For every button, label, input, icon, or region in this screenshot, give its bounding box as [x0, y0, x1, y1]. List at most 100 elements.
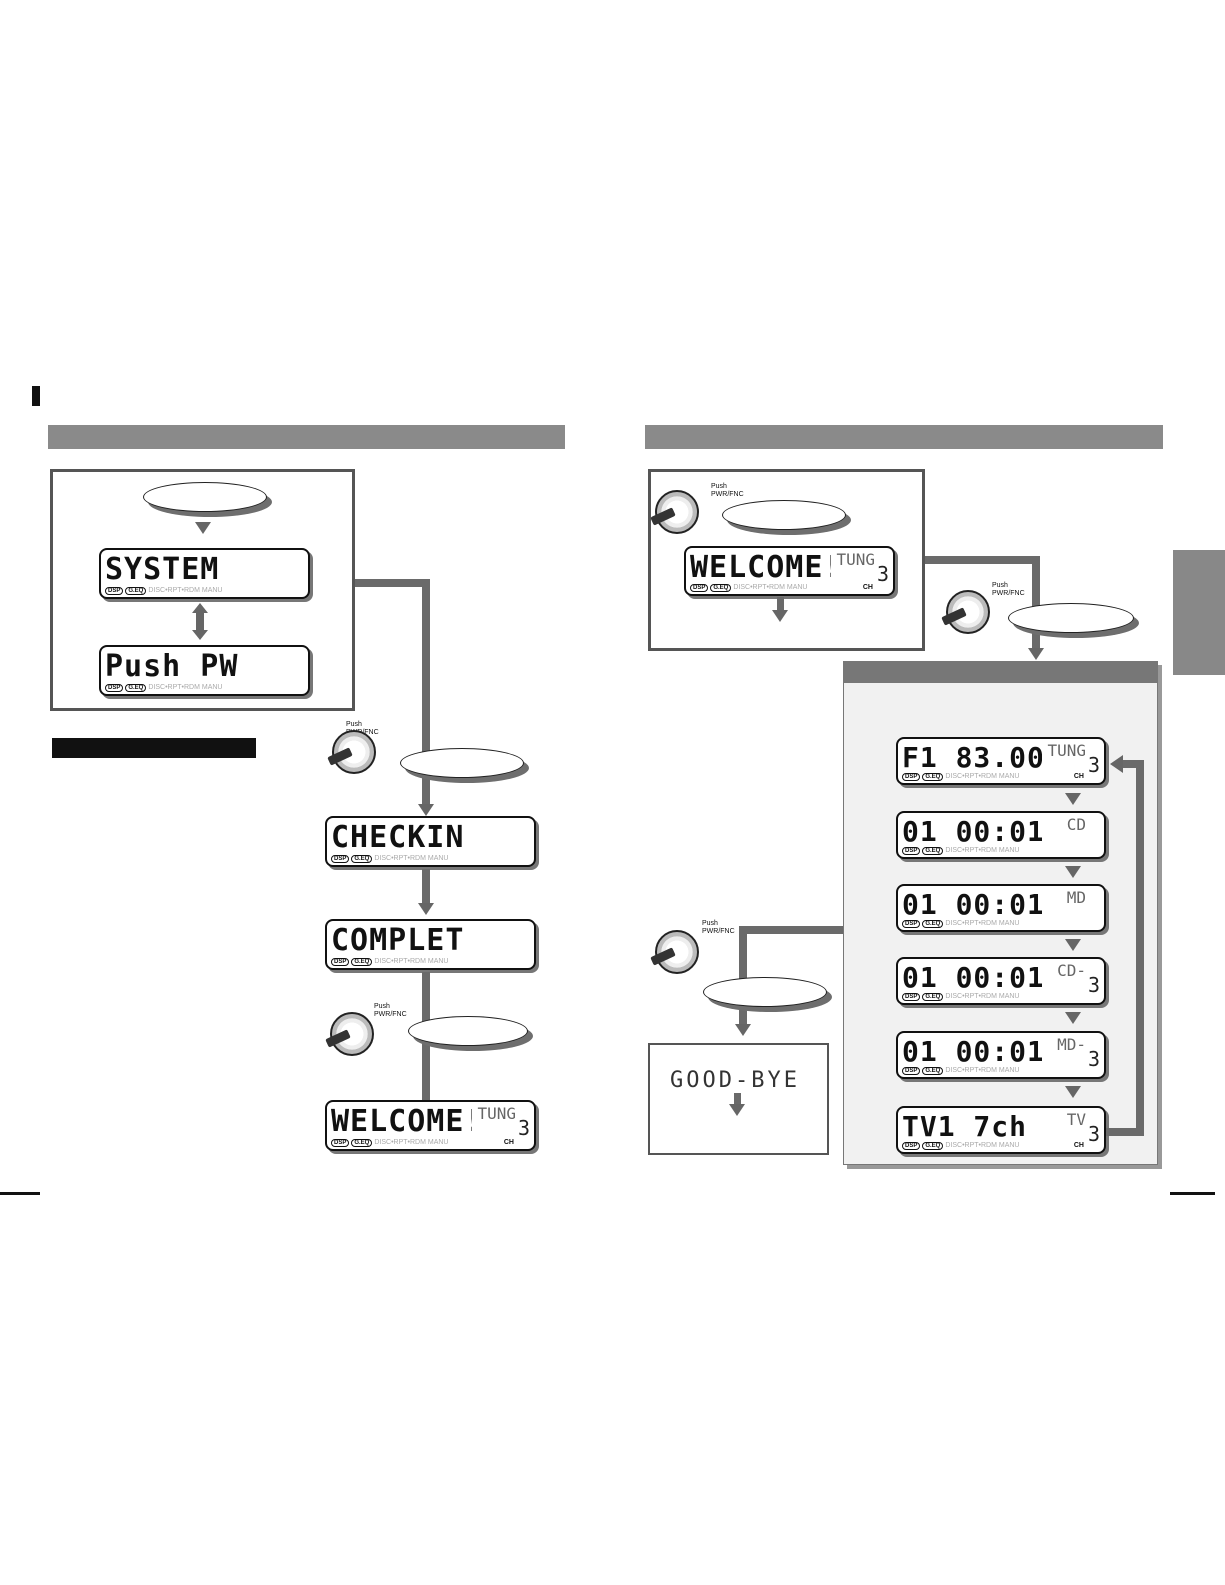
lcd-source-text: TUNG [836, 550, 875, 569]
lcd-ch-indicator: CH [862, 584, 873, 591]
arrow-down [1065, 1012, 1081, 1024]
double-arrow [196, 612, 204, 632]
lcd-number: 3 [876, 562, 889, 586]
arrow-down [195, 522, 211, 534]
lcd-number: 3 [1087, 753, 1100, 777]
footer-line-right [1170, 1192, 1215, 1195]
arrow-down [418, 804, 434, 816]
lcd-main-text: 01 00:01 [902, 815, 1042, 848]
arrow-down [735, 1024, 751, 1036]
pwr-fnc-knob[interactable] [330, 1012, 374, 1056]
arrow-down [418, 903, 434, 915]
lcd-main-text: SYSTEM [105, 552, 220, 587]
lcd-main-text: TV1 7ch [902, 1110, 1028, 1143]
mode-cycle-header-bar [843, 661, 1157, 683]
arrow-down [1065, 939, 1081, 951]
lcd-source-text: CD [1066, 815, 1086, 834]
double-arrow-down-head [192, 630, 208, 640]
lcd-number: 3 [1087, 973, 1100, 997]
arrow-down [729, 1104, 745, 1116]
lcd-main-text: 01 00:01 [902, 1035, 1042, 1068]
arrow-down [1028, 648, 1044, 660]
lcd-number: 3 [1087, 1122, 1100, 1146]
arrow-down [1065, 793, 1081, 805]
left-oval-top [143, 482, 267, 512]
left-oval-knob-1 [400, 748, 524, 778]
lcd-main-text: F1 83.00 [902, 741, 1042, 774]
lcd-source-text: TV [1066, 1110, 1086, 1129]
left-oval-knob-2 [408, 1016, 528, 1046]
footer-line-left [0, 1192, 40, 1195]
lcd-ch-indicator: CH [1073, 1142, 1084, 1149]
lcd-source-text: MD- [1057, 1035, 1086, 1054]
section-label-bar [52, 738, 256, 758]
lcd-main-text: COMPLETE [331, 923, 464, 958]
lcd-source-text: TUNG [1047, 741, 1086, 760]
loop-arrow-bottom [1106, 1128, 1144, 1136]
lcd-main-text: WELCOME! [690, 550, 831, 585]
lcd-number: 3 [1087, 1047, 1100, 1071]
lcd-main-text: 01 00:01 [902, 888, 1042, 921]
goodbye-text: GOOD-BYE [670, 1068, 800, 1093]
left-header-bar [48, 425, 565, 449]
arrow-down [1065, 1086, 1081, 1098]
right-header-bar [645, 425, 1163, 449]
lcd-source-text: MD [1066, 888, 1086, 907]
right-oval-top [722, 500, 846, 530]
connector-vertical [1032, 556, 1040, 651]
arrow-down [1065, 866, 1081, 878]
double-arrow-up-head [192, 603, 208, 613]
connector-horizontal [355, 579, 430, 587]
pwr-fnc-knob[interactable] [655, 490, 699, 534]
connector-horizontal [925, 556, 1040, 564]
right-oval-knob [1008, 603, 1134, 633]
lcd-main-text: Push PWR [105, 649, 238, 684]
lcd-main-text: WELCOME! [331, 1104, 472, 1139]
pwr-fnc-knob[interactable] [655, 930, 699, 974]
lcd-source-text: CD- [1057, 961, 1086, 980]
lcd-main-text: CHECKING [331, 820, 464, 855]
flow-arrow-shaft [777, 597, 784, 611]
arrow-down [772, 610, 788, 622]
page-marker [32, 386, 40, 406]
pwr-fnc-knob[interactable] [946, 590, 990, 634]
lcd-source-text: TUNG [477, 1104, 516, 1123]
lcd-main-text: 01 00:01 [902, 961, 1042, 994]
pwr-fnc-knob[interactable] [332, 730, 376, 774]
loop-arrow-top [1122, 760, 1144, 768]
connector-vertical [422, 579, 430, 807]
right-oval-poweroff [703, 977, 827, 1007]
poweroff-connector-vertical [739, 926, 747, 1026]
lcd-number: 3 [517, 1116, 530, 1140]
poweroff-connector-horizontal [739, 926, 843, 934]
flow-arrow-shaft [734, 1093, 741, 1105]
loop-arrow-vertical [1136, 760, 1144, 1136]
loop-arrow-head [1110, 755, 1123, 773]
